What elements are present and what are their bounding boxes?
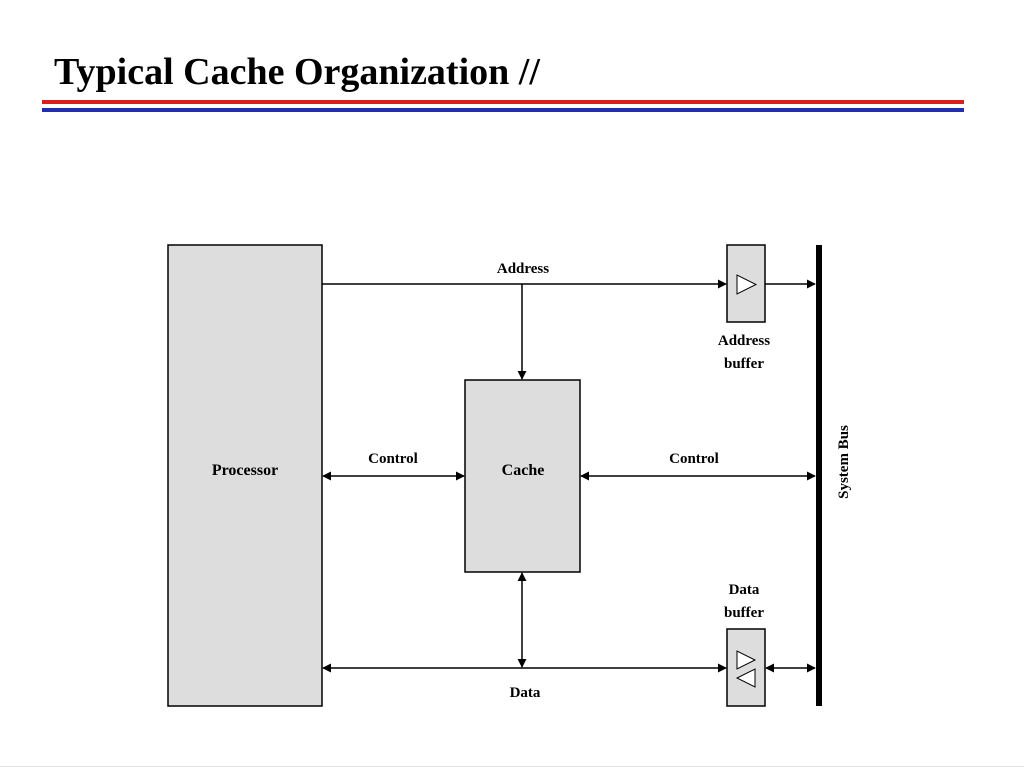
cache-block xyxy=(464,379,581,573)
address-buffer-label-line2: buffer xyxy=(724,356,764,372)
footer-divider xyxy=(0,766,1024,767)
address-label: Address xyxy=(497,261,549,277)
data-buffer-label-line1: Data xyxy=(729,582,760,598)
slide-title: Typical Cache Organization // xyxy=(54,51,540,93)
data-label: Data xyxy=(510,685,541,701)
data-buffer-icon-left xyxy=(735,668,756,688)
system-bus-bar xyxy=(816,245,822,706)
control-left-label: Control xyxy=(368,451,418,467)
processor-block xyxy=(167,244,323,707)
control-right-label: Control xyxy=(669,451,719,467)
cache-label: Cache xyxy=(502,462,545,479)
address-buffer-label-line1: Address xyxy=(718,333,770,349)
title-rule-red xyxy=(42,100,964,104)
data-buffer-block xyxy=(726,628,766,707)
address-buffer-icon xyxy=(736,274,758,295)
processor-label: Processor xyxy=(212,462,278,479)
title-rule-blue xyxy=(42,108,964,112)
data-buffer-label-line2: buffer xyxy=(724,605,764,621)
system-bus-label: System Bus xyxy=(836,425,852,499)
data-buffer-icon-right xyxy=(736,650,757,670)
